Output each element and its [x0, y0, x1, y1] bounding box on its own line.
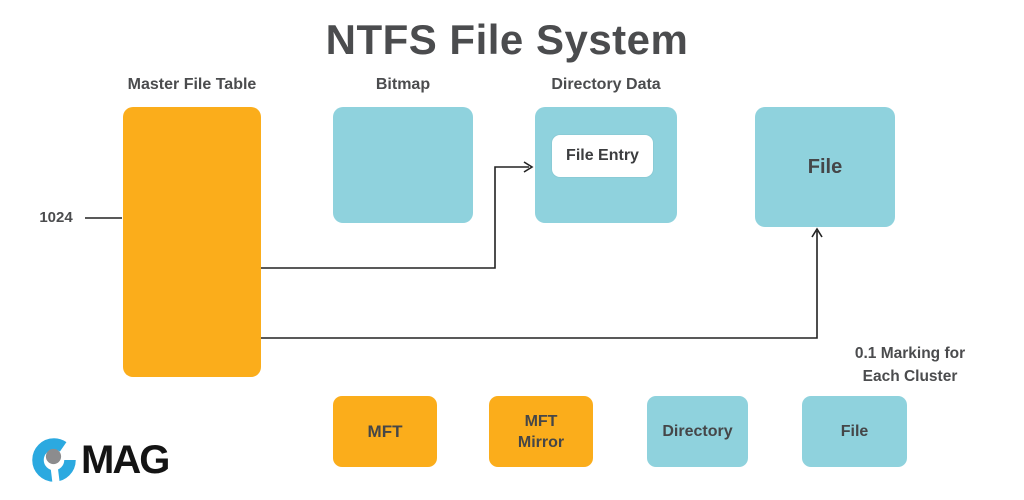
label-directory-data: Directory Data — [551, 76, 661, 93]
pcmag-logo-icon — [32, 438, 76, 484]
legend-mft-mirror-label: MFT — [524, 412, 558, 430]
mft-record-size-label: 1024 — [39, 209, 73, 226]
file-box: File — [755, 107, 895, 227]
page-title: NTFS File System — [325, 16, 689, 63]
legend-mft-label: MFT — [367, 422, 403, 441]
master-file-table-box — [123, 107, 261, 377]
bitmap-box — [333, 107, 473, 223]
legend-item-file: File — [802, 396, 907, 467]
logo-p-stem — [49, 460, 60, 484]
cluster-marking-note: 0.1 Marking for Each Cluster — [818, 342, 1002, 388]
cluster-marking-note-line2: Each Cluster — [862, 368, 958, 385]
label-master-file-table: Master File Table — [127, 76, 257, 93]
arrowhead-up-icon — [811, 227, 823, 238]
cluster-marking-note-line1: 0.1 Marking for — [854, 345, 966, 362]
arrow-mft-to-file — [261, 231, 818, 339]
legend-item-mft-mirror: MFT Mirror — [489, 396, 593, 467]
logo-dot — [45, 448, 62, 465]
label-bitmap: Bitmap — [375, 76, 431, 93]
legend-mft-mirror-label-line2: Mirror — [517, 433, 565, 451]
legend-item-directory: Directory — [647, 396, 748, 467]
legend-item-mft: MFT — [333, 396, 437, 467]
pcmag-logo: MAG — [31, 436, 170, 484]
legend-file-label: File — [840, 423, 869, 440]
logo-text: MAG — [81, 437, 170, 482]
directory-data-box: File Entry — [535, 107, 677, 223]
file-entry-box: File Entry — [552, 135, 653, 177]
arrowhead-right-icon — [523, 161, 534, 173]
legend-directory-label: Directory — [662, 423, 733, 440]
file-box-label: File — [807, 155, 843, 178]
